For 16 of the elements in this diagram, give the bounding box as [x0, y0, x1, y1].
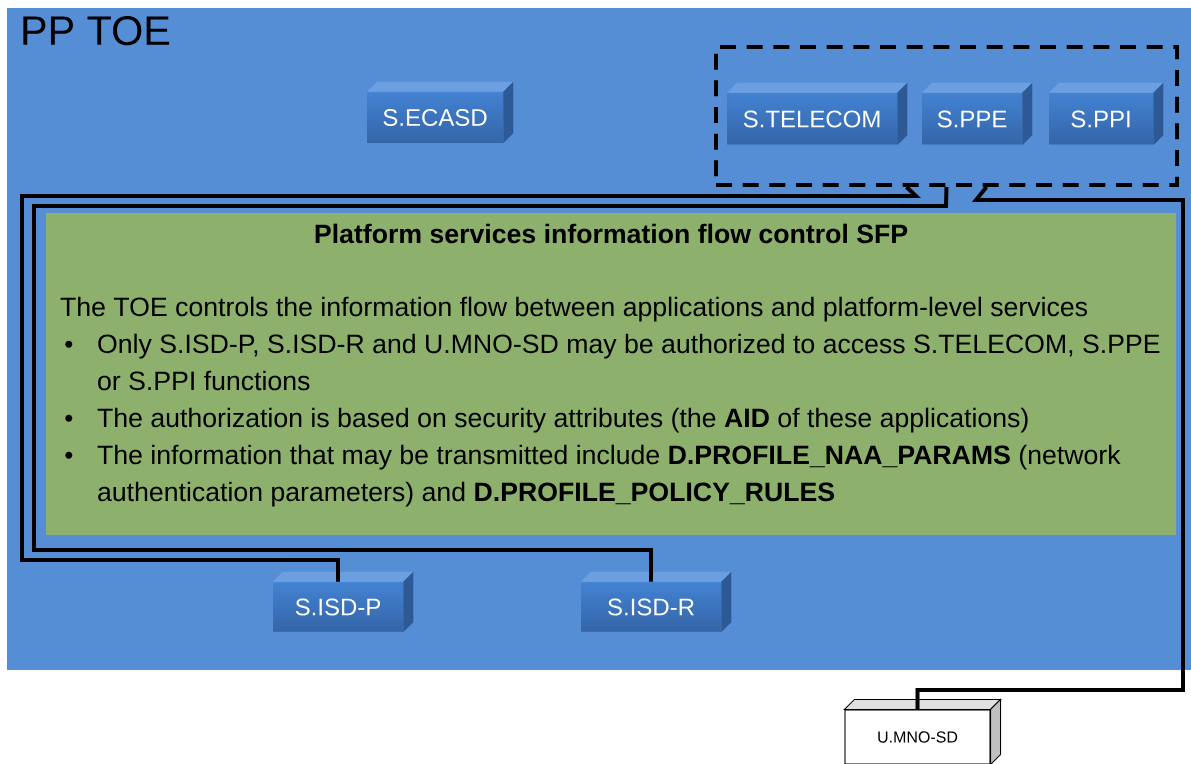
connector-line — [915, 185, 1185, 710]
node-label: S.ISD-R — [608, 598, 694, 616]
application-box: U.MNO-SD — [843, 698, 1002, 764]
node-label: S.PPE — [937, 110, 1007, 128]
service-box: S.ECASD — [366, 81, 514, 144]
service-box: S.ISD-R — [580, 571, 732, 633]
service-box: S.TELECOM — [726, 82, 908, 146]
node-label: S.TELECOM — [743, 110, 880, 128]
service-box: S.ISD-P — [272, 571, 414, 633]
service-box: S.PPE — [921, 82, 1033, 146]
dashed-group-box — [714, 45, 1179, 187]
node-label: S.PPI — [1071, 110, 1130, 128]
node-label: S.ECASD — [383, 108, 487, 126]
node-label: S.ISD-P — [295, 598, 381, 616]
policy-text-panel: Platform services information flow control SFP The TOE controls the information flow between applications and platform-level services Only S.ISD-P, S.ISD-R and U.MNO-SD may be authorized to access S.TELECOM, S.PPE or S.PPI functions The authorization is based on security attributes (the AID of these applications) The information that may be transmitted include D.PROFILE_NAA_PARAMS (network authentication parameters) and D.PROFILE_POLICY_RULES — [46, 213, 1176, 535]
service-box: S.PPI — [1048, 82, 1164, 146]
